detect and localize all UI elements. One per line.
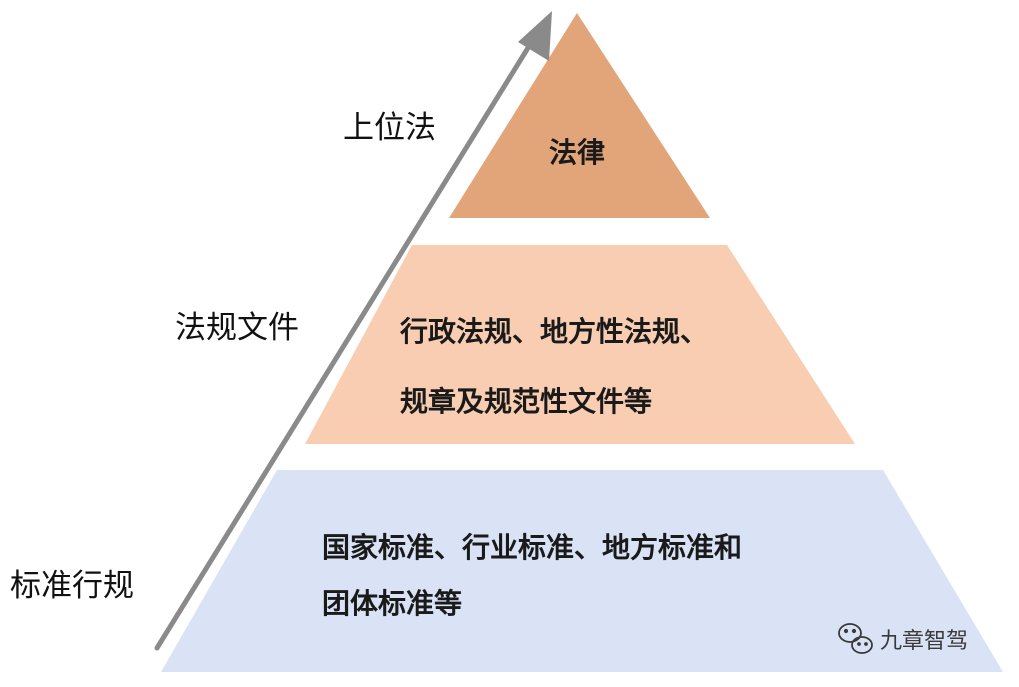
watermark: 九章智驾 — [838, 623, 968, 654]
watermark-text: 九章智驾 — [880, 629, 968, 654]
tier-middle-text-line-2: 规章及规范性文件等 — [400, 385, 652, 418]
tier-bottom-text-line-2: 团体标准等 — [322, 587, 462, 620]
ascending-arrow-icon — [154, 11, 552, 651]
tier-top-text: 法律 — [549, 136, 605, 169]
pyramid-tier-top — [449, 13, 710, 218]
wechat-icon — [838, 623, 873, 654]
label-standards: 标准行规 — [10, 568, 134, 604]
label-upper-law: 上位法 — [343, 110, 436, 146]
tier-middle-text-line-1: 行政法规、地方性法规、 — [399, 315, 708, 348]
pyramid-tier-middle — [305, 245, 855, 444]
tier-bottom-text-line-1: 国家标准、行业标准、地方标准和 — [322, 531, 742, 564]
label-regulatory-documents: 法规文件 — [175, 310, 299, 346]
pyramid-tier-bottom — [161, 470, 1003, 672]
